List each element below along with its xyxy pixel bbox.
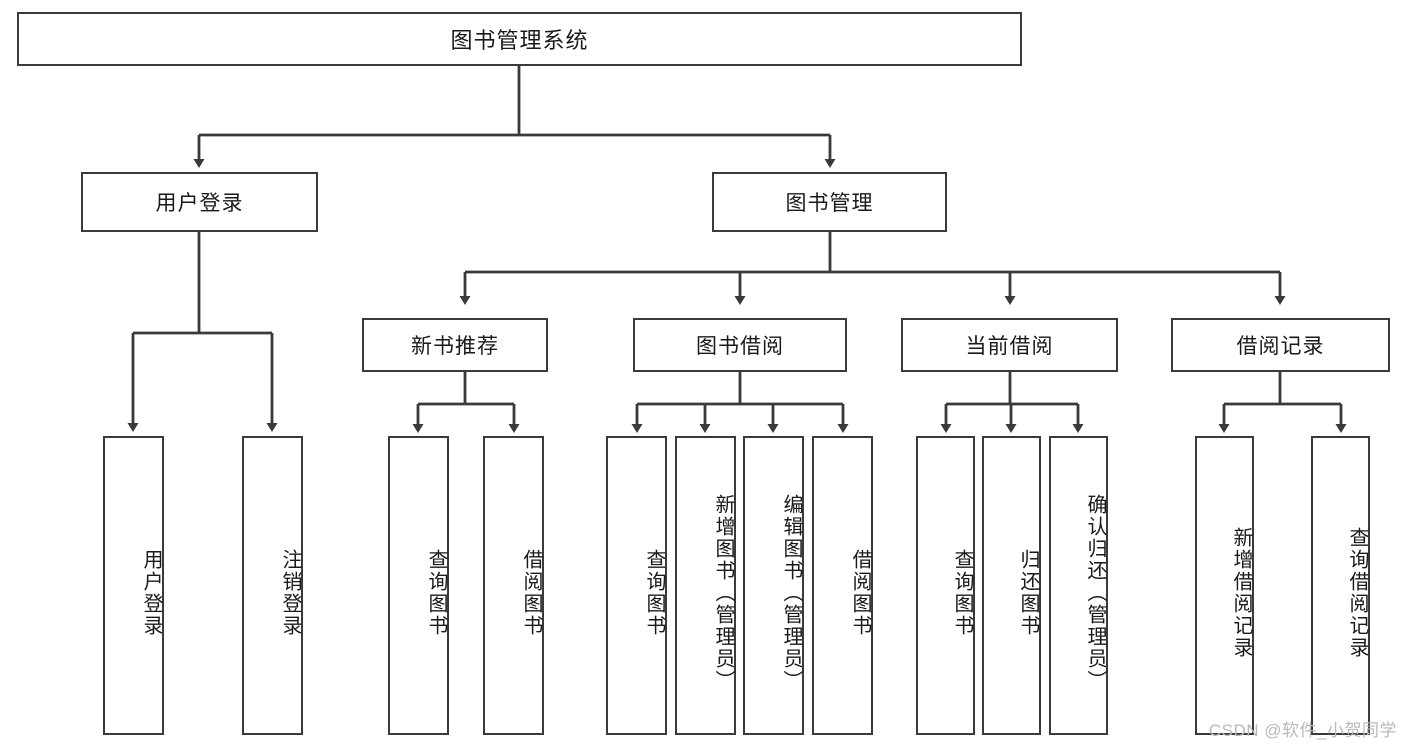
leaf-return-book-label: 归还图书 [1017, 548, 1039, 637]
node-borrow-record-label: 借阅记录 [1236, 335, 1325, 358]
leaf-query-book-1-label: 查询图书 [425, 548, 447, 637]
leaf-user-logout-label: 注销登录 [279, 548, 301, 637]
node-user-login-label: 用户登录 [155, 192, 244, 215]
leaf-query-book-3-label: 查询图书 [951, 548, 973, 637]
leaf-add-record-label: 新增借阅记录 [1230, 526, 1252, 659]
leaf-confirm-return[interactable]: 确认归还（管理员） [1049, 436, 1108, 735]
leaf-confirm-return-label: 确认归还（管理员） [1084, 493, 1106, 692]
node-new-book-recommend-label: 新书推荐 [411, 335, 499, 358]
leaf-query-book-1[interactable]: 查询图书 [388, 436, 449, 735]
node-book-manage[interactable]: 图书管理 [712, 172, 947, 232]
node-new-book-recommend[interactable]: 新书推荐 [362, 318, 548, 372]
node-book-borrow[interactable]: 图书借阅 [633, 318, 847, 372]
leaf-query-record[interactable]: 查询借阅记录 [1311, 436, 1370, 735]
leaf-query-record-label: 查询借阅记录 [1346, 526, 1368, 659]
leaf-borrow-book-1[interactable]: 借阅图书 [483, 436, 544, 735]
node-current-borrow-label: 当前借阅 [965, 335, 1054, 358]
node-current-borrow[interactable]: 当前借阅 [901, 318, 1118, 372]
leaf-add-record[interactable]: 新增借阅记录 [1195, 436, 1254, 735]
node-book-manage-label: 图书管理 [785, 192, 874, 215]
leaf-borrow-book-2[interactable]: 借阅图书 [812, 436, 873, 735]
leaf-edit-book-label: 编辑图书（管理员） [780, 493, 802, 692]
csdn-watermark: CSDN @软件_小贺同学 [1208, 721, 1397, 740]
node-user-login[interactable]: 用户登录 [81, 172, 318, 232]
leaf-return-book[interactable]: 归还图书 [982, 436, 1041, 735]
leaf-add-book[interactable]: 新增图书（管理员） [675, 436, 736, 735]
leaf-borrow-book-1-label: 借阅图书 [520, 548, 542, 637]
leaf-add-book-label: 新增图书（管理员） [712, 493, 734, 692]
leaf-query-book-2-label: 查询图书 [643, 548, 665, 637]
leaf-query-book-3[interactable]: 查询图书 [916, 436, 975, 735]
leaf-user-login-label: 用户登录 [140, 548, 162, 637]
leaf-user-login[interactable]: 用户登录 [103, 436, 164, 735]
leaf-user-logout[interactable]: 注销登录 [242, 436, 303, 735]
leaf-edit-book[interactable]: 编辑图书（管理员） [743, 436, 804, 735]
node-root-label: 图书管理系统 [450, 28, 589, 53]
leaf-query-book-2[interactable]: 查询图书 [606, 436, 667, 735]
node-root[interactable]: 图书管理系统 [17, 12, 1022, 66]
leaf-borrow-book-2-label: 借阅图书 [849, 548, 871, 637]
node-borrow-record[interactable]: 借阅记录 [1171, 318, 1390, 372]
node-book-borrow-label: 图书借阅 [696, 335, 784, 358]
